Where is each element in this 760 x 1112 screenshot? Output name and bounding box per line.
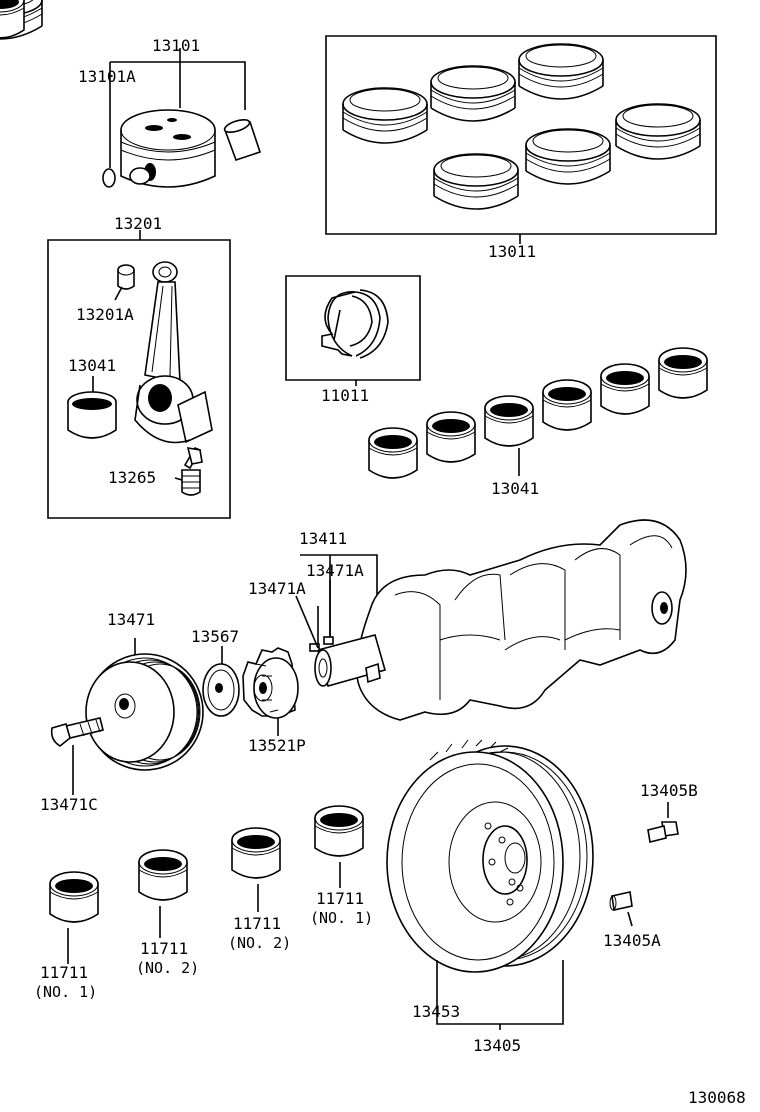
label-13041-right: 13041 (491, 479, 540, 498)
connecting-rod-drawing (47, 230, 231, 519)
label-13101a: 13101A (78, 67, 136, 86)
plate-gear-drawing (202, 646, 299, 736)
flywheel-drawing (386, 739, 679, 1030)
label-13265: 13265 (108, 468, 157, 487)
label-11711-no2-right: 11711 (233, 914, 282, 933)
label-13471a-left: 13471A (248, 579, 306, 598)
main-bearings-drawing (49, 805, 364, 964)
rod-bearings-drawing (0, 0, 708, 479)
label-13405: 13405 (473, 1036, 522, 1055)
label-13405a: 13405A (603, 931, 661, 950)
thrust-washer-drawing (285, 275, 421, 386)
label-13411: 13411 (299, 529, 348, 548)
label-13471a-top: 13471A (306, 561, 364, 580)
piston-ring-set-drawing (0, 0, 717, 236)
label-11711-no2-right-note: (NO. 2) (228, 934, 292, 952)
label-11711-no1-left-note: (NO. 1) (34, 983, 98, 1001)
diagram-id: 130068 (688, 1088, 746, 1107)
label-11711-no1-right-note: (NO. 1) (310, 909, 374, 927)
label-13453: 13453 (412, 1002, 461, 1021)
label-11711-no2-left: 11711 (140, 939, 189, 958)
label-13521p: 13521P (248, 736, 306, 755)
crankshaft-drawing (300, 519, 687, 721)
leader-lines (295, 234, 521, 649)
pulley-drawing (50, 638, 204, 795)
label-13567: 13567 (191, 627, 240, 646)
piston-drawing (102, 48, 262, 188)
label-13405b: 13405B (640, 781, 698, 800)
label-11711-no1-right: 11711 (316, 889, 365, 908)
label-13201: 13201 (114, 214, 163, 233)
label-11711-no2-left-note: (NO. 2) (136, 959, 200, 977)
label-13201a: 13201A (76, 305, 134, 324)
label-13471c: 13471C (40, 795, 98, 814)
label-13011: 13011 (488, 242, 537, 261)
label-13471: 13471 (107, 610, 156, 629)
label-11711-no1-left: 11711 (40, 963, 89, 982)
label-11011: 11011 (321, 386, 370, 405)
label-13041-left: 13041 (68, 356, 117, 375)
label-13101: 13101 (152, 36, 201, 55)
